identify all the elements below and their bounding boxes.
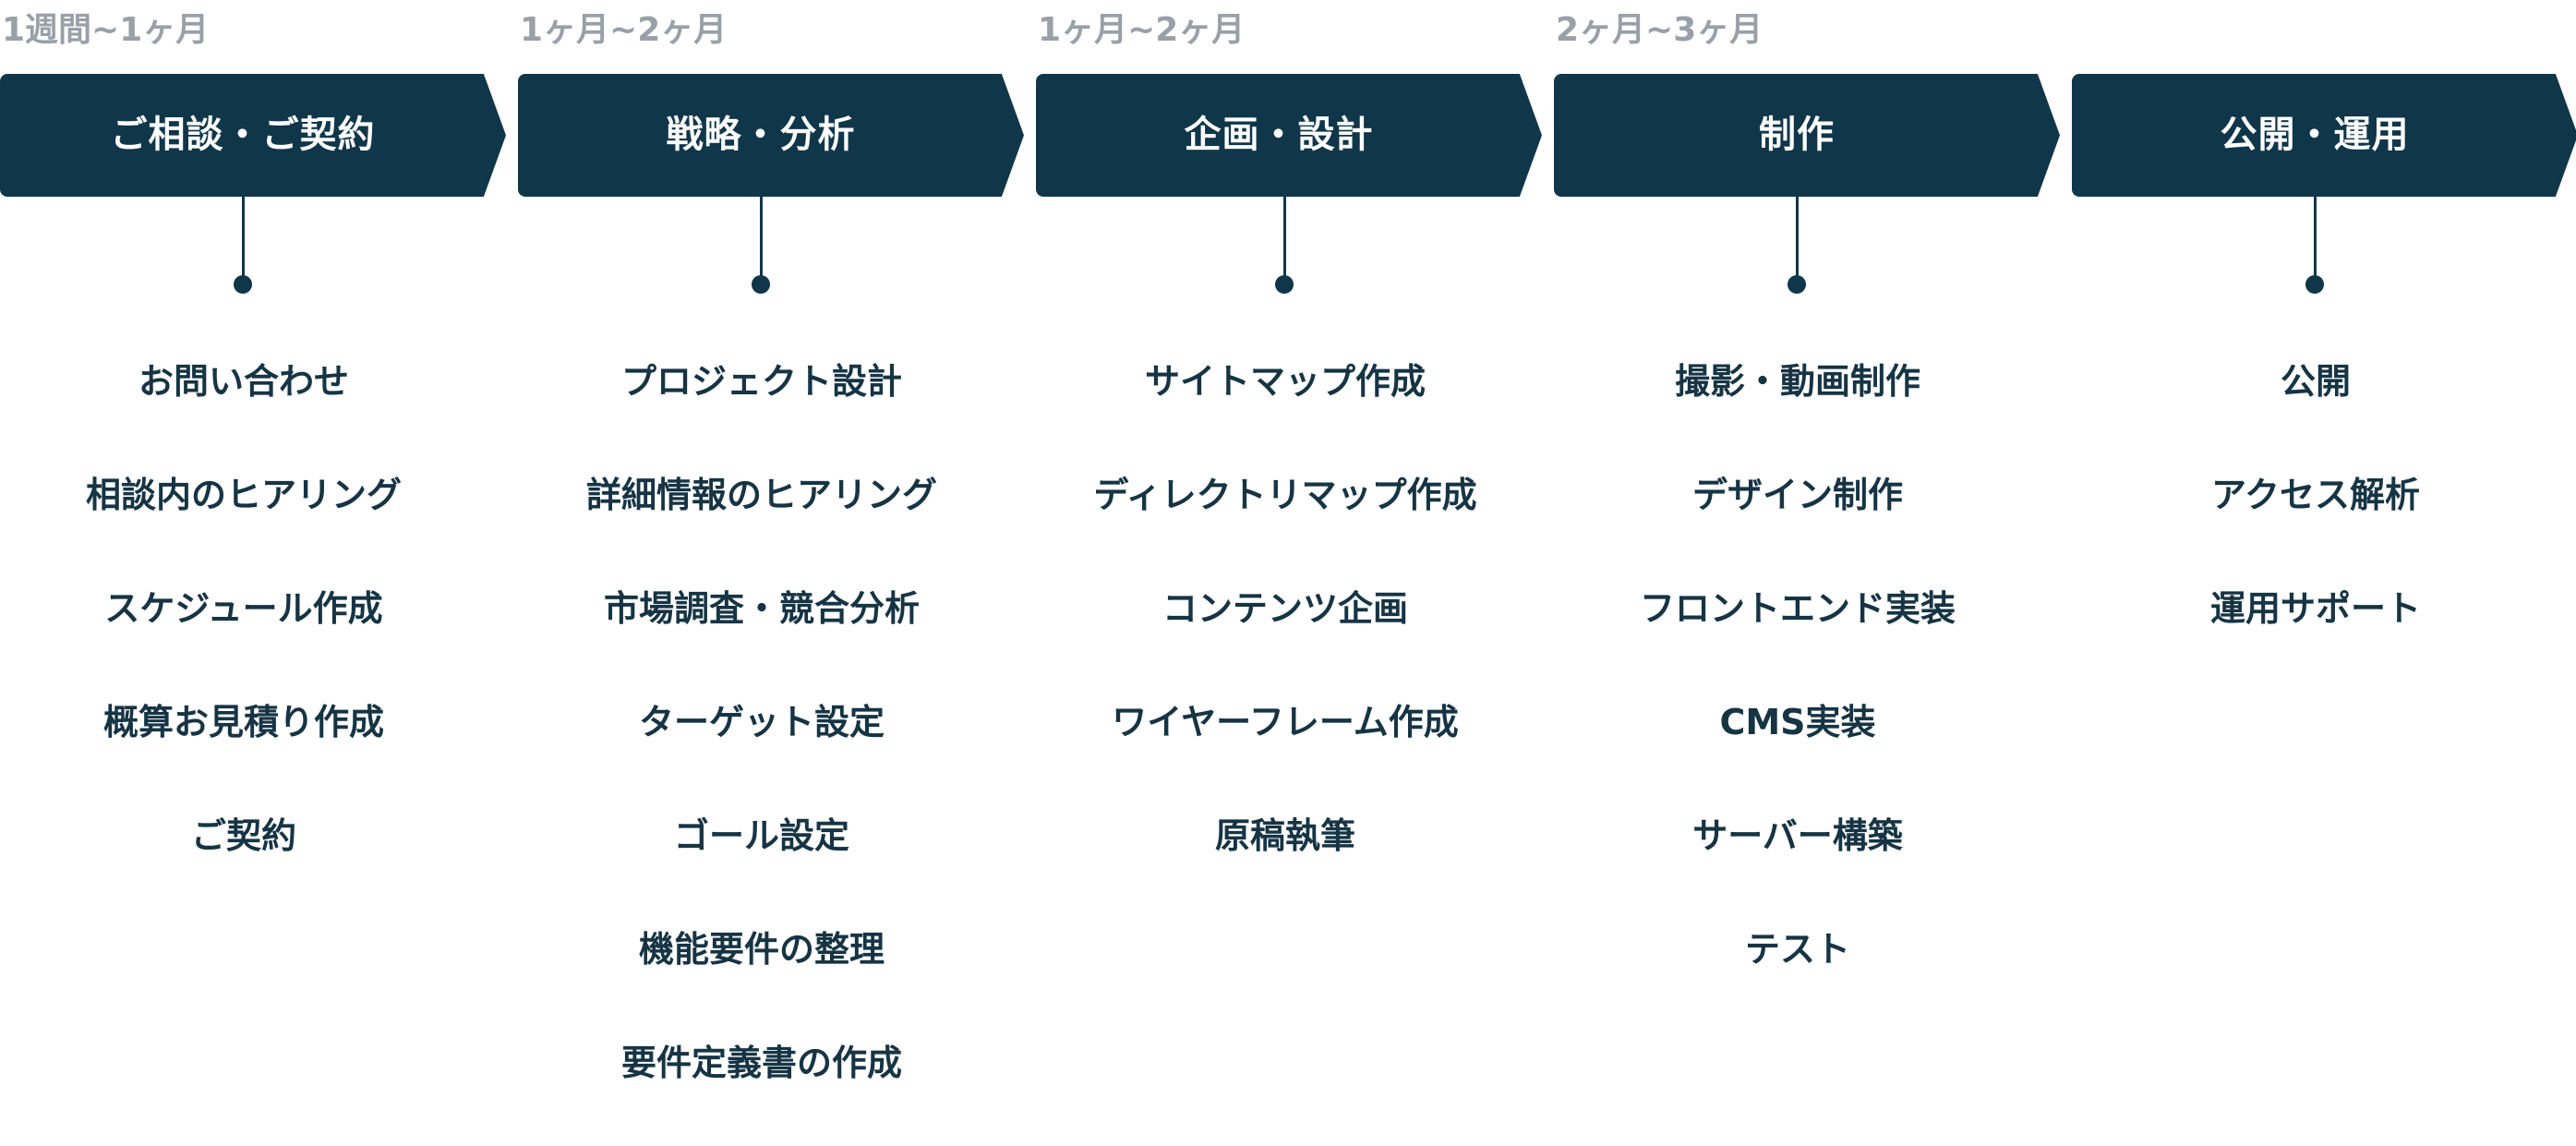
task-list: サイトマップ作成 ディレクトリマップ作成 コンテンツ企画 ワイヤーフレーム作成 … (1032, 351, 1538, 919)
connector-line (1796, 197, 1799, 284)
phase-duration: 1ヶ月~2ヶ月 (520, 11, 728, 49)
phase-duration: 1週間~1ヶ月 (2, 11, 210, 49)
task-list: 撮影・動画制作 デザイン制作 フロントエンド実装 CMS実装 サーバー構築 テス… (1545, 351, 2051, 1032)
task-item: ゴール設定 (673, 815, 849, 856)
phase-title: 制作 (1759, 114, 1835, 156)
phase-duration: 2ヶ月~3ヶ月 (1556, 11, 1763, 49)
task-list: プロジェクト設計 詳細情報のヒアリング 市場調査・競合分析 ターゲット設定 ゴー… (509, 351, 1015, 1146)
connector-line (242, 197, 245, 284)
task-item: 撮影・動画制作 (1674, 361, 1920, 402)
phase-arrow-shape (1554, 74, 2060, 197)
task-item: 機能要件の整理 (638, 929, 885, 970)
task-item: ご契約 (190, 815, 296, 856)
task-item: 運用サポート (2209, 588, 2421, 629)
phase-arrow-shape (0, 74, 506, 197)
phase-title: 企画・設計 (1184, 114, 1374, 156)
task-item: 詳細情報のヒアリング (585, 475, 937, 515)
phase-duration: 1ヶ月~2ヶ月 (1038, 11, 1246, 49)
task-item: サイトマップ作成 (1144, 361, 1426, 402)
task-item: 公開 (2280, 361, 2351, 402)
connector-dot (1788, 275, 1806, 294)
task-item: ワイヤーフレーム作成 (1112, 702, 1459, 742)
phase-production: 2ヶ月~3ヶ月 制作 撮影・動画制作 デザイン制作 フロントエンド実装 CMS実… (1554, 0, 2060, 1111)
connector-line (1283, 197, 1286, 284)
phase-arrow-shape (1036, 74, 1542, 197)
phase-title: 戦略・分析 (666, 114, 856, 156)
task-item: ディレクトリマップ作成 (1093, 475, 1477, 515)
connector-dot (2305, 275, 2324, 294)
task-item: 原稿執筆 (1214, 815, 1355, 856)
process-flow: 1週間~1ヶ月 ご相談・ご契約 お問い合わせ 相談内のヒアリング スケジュール作… (0, 0, 2576, 1111)
task-item: デザイン制作 (1691, 475, 1903, 515)
task-item: ターゲット設定 (638, 702, 885, 742)
phase-launch-operation: 公開・運用 公開 アクセス解析 運用サポート (2072, 0, 2576, 1111)
task-item: スケジュール作成 (104, 588, 383, 629)
phase-planning: 1ヶ月~2ヶ月 企画・設計 サイトマップ作成 ディレクトリマップ作成 コンテンツ… (1036, 0, 1542, 1111)
phase-title: ご相談・ご契約 (110, 114, 376, 156)
connector-dot (234, 275, 252, 294)
phase-title: 公開・運用 (2220, 114, 2410, 156)
phase-consultation: 1週間~1ヶ月 ご相談・ご契約 お問い合わせ 相談内のヒアリング スケジュール作… (0, 0, 506, 1111)
phase-arrow-shape (518, 74, 1024, 197)
phase-strategy: 1ヶ月~2ヶ月 戦略・分析 プロジェクト設計 詳細情報のヒアリング 市場調査・競… (518, 0, 1024, 1111)
task-item: 相談内のヒアリング (85, 475, 402, 515)
task-item: 要件定義書の作成 (620, 1043, 902, 1083)
task-item: プロジェクト設計 (620, 361, 902, 402)
task-item: フロントエンド実装 (1639, 588, 1956, 629)
connector-dot (752, 275, 770, 294)
task-item: 市場調査・競合分析 (603, 588, 920, 629)
task-item: コンテンツ企画 (1162, 588, 1408, 629)
task-item: アクセス解析 (2210, 475, 2421, 515)
task-item: お問い合わせ (138, 361, 349, 402)
connector-dot (1275, 275, 1294, 294)
task-item: テスト (1744, 929, 1850, 970)
task-list: 公開 アクセス解析 運用サポート (2063, 351, 2569, 692)
connector-line (760, 197, 763, 284)
connector-line (2314, 197, 2317, 284)
task-item: 概算お見積り作成 (102, 702, 384, 742)
phase-arrow-shape (2072, 74, 2576, 197)
task-list: お問い合わせ 相談内のヒアリング スケジュール作成 概算お見積り作成 ご契約 (0, 351, 497, 919)
task-item: サーバー構築 (1692, 815, 1903, 856)
task-item: CMS実装 (1719, 702, 1876, 742)
